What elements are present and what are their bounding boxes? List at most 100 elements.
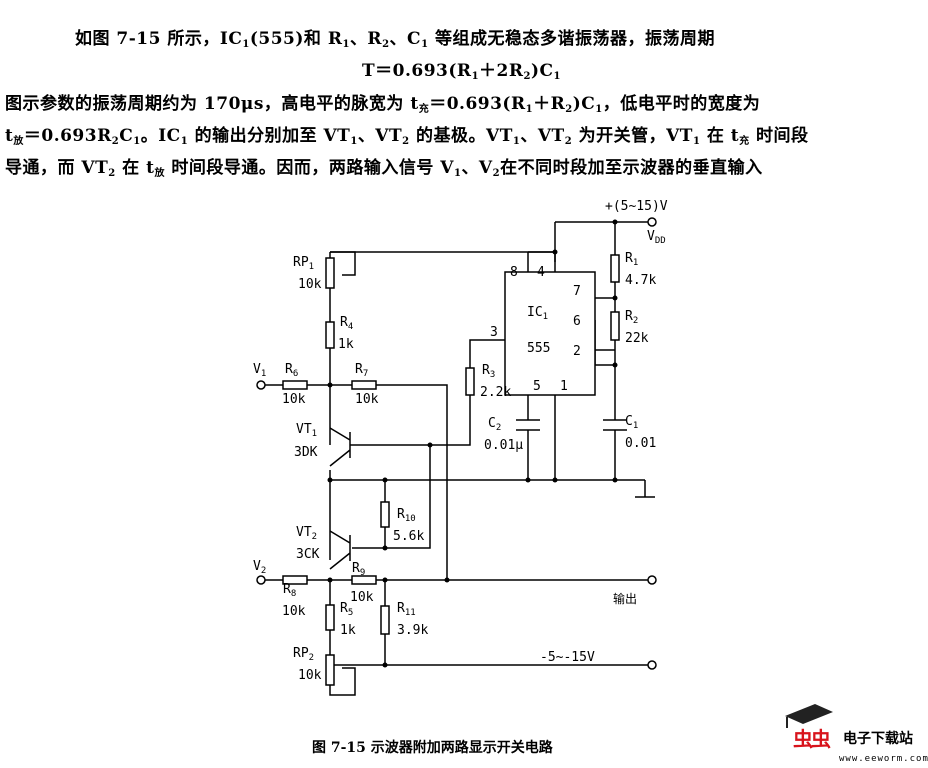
subscript: 2	[523, 71, 531, 82]
r5-name: R5	[340, 601, 353, 618]
v1-label: V1	[253, 362, 266, 379]
neg-supply-terminal	[647, 660, 657, 670]
rp1-name: RP1	[293, 255, 314, 272]
text-segment: 、C	[389, 29, 422, 49]
text-segment: 、V	[461, 158, 493, 178]
period-formula: T＝0.693(R1＋2R2)C1	[362, 56, 561, 82]
transistor-vt2-symbol	[329, 530, 351, 570]
paragraph-line-4: 导通，而 VT2 在 t放 时间段导通。因而，两路输入信号 V1、V2在不同时段…	[5, 153, 763, 179]
text-segment: ＝0.693(R	[429, 94, 526, 114]
subscript: 2	[111, 136, 120, 147]
r9-name: R9	[352, 561, 365, 578]
r10-body	[380, 501, 390, 528]
subscript: 1	[350, 136, 358, 147]
figure-caption: 图 7-15 示波器附加两路显示开关电路	[312, 740, 553, 756]
r4-value: 1k	[338, 337, 354, 352]
subscript: 1	[471, 71, 480, 82]
subscript: 2	[565, 104, 573, 115]
r7-name: R7	[355, 362, 368, 379]
vt1-name: VT1	[296, 422, 317, 439]
c2-symbol	[516, 419, 540, 431]
text-segment: ，低电平时的宽度为	[602, 94, 761, 114]
r6-value: 10k	[282, 392, 306, 407]
wires	[265, 221, 655, 696]
text-segment: C	[119, 126, 134, 146]
r8-value: 10k	[282, 604, 306, 619]
text-segment: 在不同时段加至示波器的垂直输入	[500, 158, 763, 178]
c2-value: 0.01μ	[484, 438, 523, 453]
pin-7-label: 7	[573, 284, 581, 299]
c1-symbol	[603, 419, 627, 431]
r7-value: 10k	[355, 392, 379, 407]
ic1-body	[504, 271, 596, 396]
subscript: 放	[154, 168, 165, 179]
text-segment: 时间段导通。因而，两路输入信号 V	[164, 158, 454, 178]
text-segment: ＋R	[533, 94, 566, 114]
subscript: 1	[692, 136, 701, 147]
vdd-label: VDD	[647, 229, 666, 246]
r11-name: R11	[397, 601, 416, 618]
pin-8-label: 8	[510, 265, 518, 280]
subscript: 充	[739, 136, 750, 147]
rp2-body	[325, 654, 335, 686]
watermark-site: 电子下载站	[843, 731, 913, 747]
subscript: 1	[180, 136, 189, 147]
subscript: 1	[512, 136, 521, 147]
subscript: 放	[13, 136, 24, 147]
text-segment: 如图 7-15 所示，IC	[75, 29, 243, 49]
text-segment: 在 t	[115, 158, 155, 178]
r1-name: R1	[625, 251, 638, 268]
r6-name: R6	[285, 362, 298, 379]
output-terminal	[647, 575, 657, 585]
text-segment: )C	[572, 94, 596, 114]
subscript: 2	[382, 39, 390, 50]
text-segment: 时间段	[749, 126, 809, 146]
watermark-url: www.eeworm.com	[839, 754, 928, 764]
subscript: 1	[133, 136, 141, 147]
text-segment: 等组成无稳态多谐振荡器，振荡周期	[428, 29, 715, 49]
text-segment: 导通，而 VT	[5, 158, 109, 178]
subscript: 1	[242, 39, 250, 50]
r3-name: R3	[482, 363, 495, 380]
text-segment: 、VT	[357, 126, 403, 146]
r5-value: 1k	[340, 623, 356, 638]
c1-name: C1	[625, 414, 638, 431]
pin-4-label: 4	[537, 265, 545, 280]
pin-1-label: 1	[560, 379, 568, 394]
graduation-cap-icon	[785, 704, 833, 728]
subscript: 1	[553, 71, 562, 82]
subscript: 1	[595, 104, 603, 115]
watermark-brand: 虫虫	[793, 727, 831, 751]
text-segment: )C	[530, 61, 554, 81]
subscript: 1	[421, 39, 429, 50]
text-segment: ＋2R	[479, 61, 524, 81]
rp2-value: 10k	[298, 668, 322, 683]
r11-value: 3.9k	[397, 623, 428, 638]
text-segment: 的基极。VT	[409, 126, 513, 146]
ic1-type: 555	[527, 341, 550, 356]
ic1-name: IC1	[527, 305, 548, 322]
supply-pos-label: +(5~15)V	[605, 199, 668, 214]
r10-value: 5.6k	[393, 529, 424, 544]
transistor-vt1-symbol	[329, 427, 351, 467]
junction-dots	[327, 219, 618, 668]
r10-name: R10	[397, 507, 416, 524]
r8-body	[282, 575, 308, 585]
subscript: 充	[418, 104, 430, 115]
r11-body	[380, 605, 390, 635]
r6-body	[282, 380, 308, 390]
subscript: 1	[342, 39, 350, 50]
subscript: 1	[453, 168, 462, 179]
r8-name: R8	[283, 582, 296, 599]
output-label: 输出	[613, 591, 637, 606]
pin-3-label: 3	[490, 325, 498, 340]
text-segment: 在 t	[700, 126, 740, 146]
text-segment: 图示参数的振荡周期约为 170μs，高电平的脉宽为 t	[5, 94, 419, 114]
subscript: 2	[108, 168, 116, 179]
text-segment: 为开关管，VT	[572, 126, 693, 146]
paragraph-line-1: 如图 7-15 所示，IC1(555)和 R1、R2、C1 等组成无稳态多谐振荡…	[75, 24, 715, 50]
text-segment: ＝0.693R	[23, 126, 112, 146]
text-segment: T＝0.693(R	[362, 61, 472, 81]
c2-name: C2	[488, 416, 501, 433]
